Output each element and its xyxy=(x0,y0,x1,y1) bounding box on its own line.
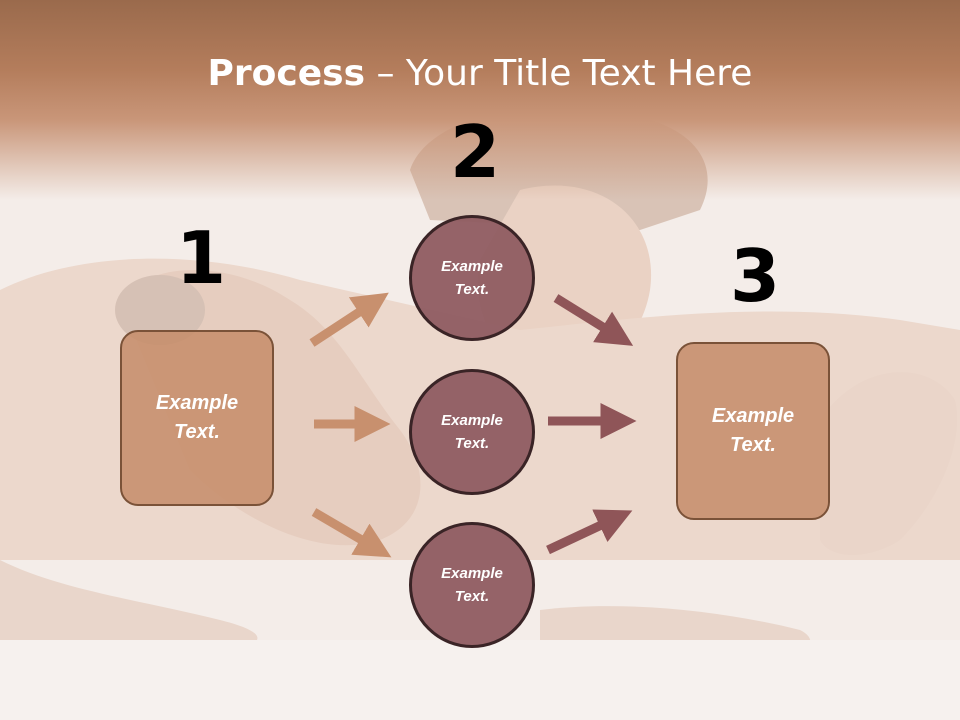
step-box-left[interactable]: Example Text. xyxy=(120,330,274,506)
slide-title: Process – Your Title Text Here xyxy=(0,52,960,96)
arrow-circle3-to-box2 xyxy=(546,509,633,555)
step-circle-middle[interactable]: Example Text. xyxy=(409,369,535,495)
arrow-box1-to-circle3 xyxy=(311,508,392,558)
step-box-right-text: Example Text. xyxy=(711,405,795,456)
title-rest: – Your Title Text Here xyxy=(365,53,753,94)
arrow-circle1-to-box2 xyxy=(553,294,634,346)
step-circle-middle-text: Example Text. xyxy=(441,412,503,452)
step-number-3: 3 xyxy=(730,234,781,318)
step-box-left-text: Example Text. xyxy=(155,392,239,443)
title-bold: Process xyxy=(207,53,366,94)
header-band xyxy=(0,0,960,200)
step-number-2: 2 xyxy=(450,110,501,194)
step-number-1: 1 xyxy=(176,216,227,300)
arrow-box1-to-circle1 xyxy=(309,292,389,347)
step-circle-top-text: Example Text. xyxy=(441,258,503,298)
step-circle-bottom-text: Example Text. xyxy=(441,565,503,605)
step-circle-bottom[interactable]: Example Text. xyxy=(409,522,535,648)
step-box-right[interactable]: Example Text. xyxy=(676,342,830,520)
step-circle-top[interactable]: Example Text. xyxy=(409,215,535,341)
